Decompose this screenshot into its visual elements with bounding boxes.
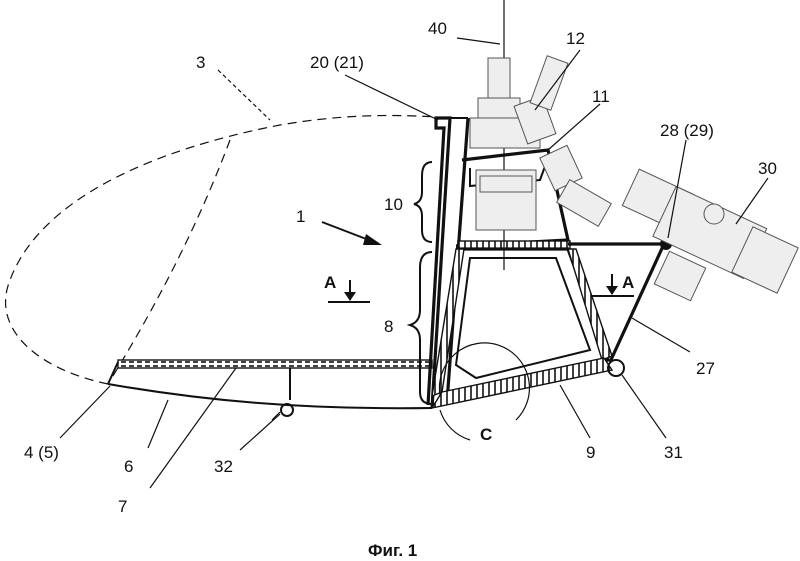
leader-32 bbox=[239, 413, 281, 451]
arrow-1-head bbox=[363, 234, 382, 245]
label-11: 11 bbox=[592, 87, 610, 106]
lower-box-window bbox=[454, 257, 592, 380]
leader-30 bbox=[735, 177, 769, 225]
bottom-skin bbox=[107, 383, 433, 410]
label-12: 12 bbox=[566, 29, 585, 48]
leader-27 bbox=[631, 317, 691, 353]
leader-11 bbox=[547, 103, 601, 151]
lower-box-hatch-right bbox=[567, 248, 613, 361]
gearbox-12 bbox=[469, 55, 612, 231]
label-30: 30 bbox=[758, 159, 777, 178]
label-8: 8 bbox=[384, 317, 393, 336]
label-40: 40 bbox=[428, 19, 447, 38]
lower-box-hatch-bottom bbox=[430, 357, 614, 410]
leader-40 bbox=[456, 37, 501, 45]
floor-beam bbox=[117, 359, 433, 369]
floor-left-wall bbox=[107, 361, 119, 385]
label-7: 7 bbox=[118, 497, 127, 516]
detail-circle-c bbox=[438, 342, 530, 421]
brace-8 bbox=[406, 251, 433, 405]
section-a-left-head bbox=[344, 292, 356, 301]
fitting-32-leader-stub bbox=[271, 411, 281, 421]
fitting-31 bbox=[607, 359, 625, 377]
label-c: C bbox=[480, 425, 492, 444]
label-4: 4 (5) bbox=[24, 443, 59, 462]
leader-20 bbox=[344, 74, 439, 121]
brace-10 bbox=[413, 161, 433, 243]
label-6: 6 bbox=[124, 457, 133, 476]
figure-caption: Фиг. 1 bbox=[368, 541, 417, 560]
label-10: 10 bbox=[384, 195, 403, 214]
label-31: 31 bbox=[664, 443, 683, 462]
leader-6 bbox=[147, 399, 169, 449]
leader-9 bbox=[559, 384, 591, 439]
leader-12 bbox=[534, 49, 581, 111]
section-a-right-head bbox=[606, 286, 618, 295]
fairing-inner-line bbox=[107, 139, 231, 385]
front-frame-web bbox=[426, 116, 452, 409]
label-3: 3 bbox=[196, 53, 205, 72]
label-32: 32 bbox=[214, 457, 233, 476]
label-a-right: A bbox=[622, 273, 634, 292]
leader-4 bbox=[59, 385, 111, 439]
label-27: 27 bbox=[696, 359, 715, 378]
tie-rod-27 bbox=[608, 243, 666, 363]
label-20: 20 (21) bbox=[310, 53, 364, 72]
leader-31 bbox=[621, 374, 667, 439]
fairing-outline bbox=[4, 114, 439, 385]
label-9: 9 bbox=[586, 443, 595, 462]
label-a-left: A bbox=[324, 273, 336, 292]
fitting-32 bbox=[280, 403, 294, 417]
label-1: 1 bbox=[296, 207, 305, 226]
leader-3 bbox=[217, 69, 271, 121]
leader-7 bbox=[149, 367, 237, 489]
detail-circle-c-lower bbox=[439, 409, 471, 441]
leader-28 bbox=[667, 139, 687, 239]
engine-30 bbox=[621, 168, 799, 302]
label-28: 28 (29) bbox=[660, 121, 714, 140]
